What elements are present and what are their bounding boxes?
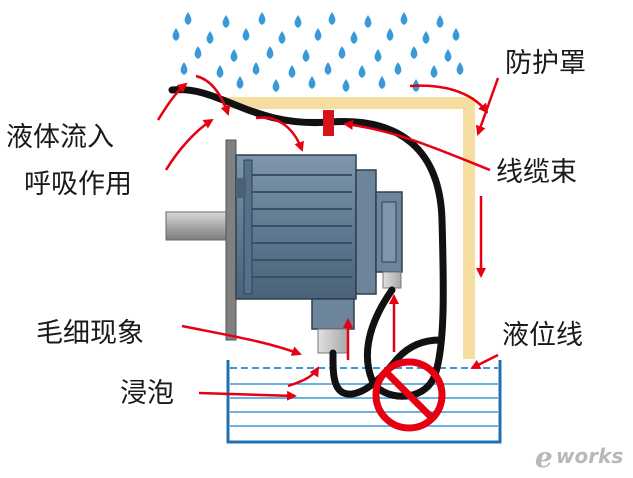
cable-tie-mark xyxy=(323,110,334,136)
motor-flange-plate xyxy=(225,139,237,341)
liquid-drop-icon xyxy=(324,62,332,75)
liquid-drop-icon xyxy=(378,76,386,89)
power-connector-plug xyxy=(317,328,349,354)
liquid-drop-icon xyxy=(452,28,460,41)
liquid-drop-icon xyxy=(314,28,322,41)
liquid-drop-icon xyxy=(266,46,274,59)
eworks-logo: e works xyxy=(535,441,623,474)
label-liquid-inflow: 液体流入 xyxy=(6,122,114,153)
liquid-drop-icon xyxy=(386,28,394,41)
liquid-drop-icon xyxy=(272,79,280,92)
encoder-plug xyxy=(382,271,402,289)
label-immersion: 浸泡 xyxy=(120,378,174,409)
liquid-drop-icon xyxy=(184,12,192,25)
label-breathing-effect: 呼吸作用 xyxy=(24,169,132,200)
logo-mark: e xyxy=(535,441,553,474)
liquid-drop-icon xyxy=(400,12,408,25)
liquid-drop-icon xyxy=(436,15,444,28)
liquid-drop-icon xyxy=(302,49,310,62)
liquid-drop-icon xyxy=(308,76,316,89)
liquid-tank xyxy=(226,360,502,444)
label-capillary-effect: 毛细现象 xyxy=(36,318,144,349)
liquid-drop-icon xyxy=(350,31,358,44)
liquid-drop-icon xyxy=(258,12,266,25)
liquid-drops xyxy=(172,12,464,92)
logo-text: works xyxy=(556,444,623,468)
liquid-drop-icon xyxy=(338,46,346,59)
liquid-drop-icon xyxy=(430,65,438,78)
label-shield: 防护罩 xyxy=(505,48,586,79)
servo-motor xyxy=(165,139,403,354)
liquid-drop-icon xyxy=(328,12,336,25)
liquid-drop-icon xyxy=(444,49,452,62)
prohibited-sign xyxy=(372,358,446,432)
liquid-drop-icon xyxy=(294,15,302,28)
liquid-drop-icon xyxy=(230,49,238,62)
liquid-drop-icon xyxy=(236,76,244,89)
liquid-drop-icon xyxy=(242,28,250,41)
liquid-drop-icon xyxy=(194,46,202,59)
liquid-drop-icon xyxy=(374,49,382,62)
liquid-drop-icon xyxy=(342,79,350,92)
liquid-drop-icon xyxy=(206,31,214,44)
flow-arrows xyxy=(156,74,500,401)
liquid-drop-icon xyxy=(288,65,296,78)
liquid-drop-icon xyxy=(180,62,188,75)
liquid-drop-icon xyxy=(358,65,366,78)
encoder-housing xyxy=(355,169,377,295)
liquid-drop-icon xyxy=(172,28,180,41)
label-liquid-level: 液位线 xyxy=(502,320,583,351)
liquid-drop-icon xyxy=(278,31,286,44)
liquid-drop-icon xyxy=(216,65,224,78)
liquid-drop-icon xyxy=(222,15,230,28)
motor-shaft xyxy=(165,211,233,241)
liquid-drop-icon xyxy=(422,31,430,44)
liquid-drop-icon xyxy=(364,15,372,28)
liquid-drop-icon xyxy=(252,62,260,75)
liquid-drop-icon xyxy=(394,62,402,75)
label-cable-tie: 线缆束 xyxy=(496,157,577,188)
liquid-drop-icon xyxy=(410,46,418,59)
liquid-drop-icon xyxy=(456,62,464,75)
